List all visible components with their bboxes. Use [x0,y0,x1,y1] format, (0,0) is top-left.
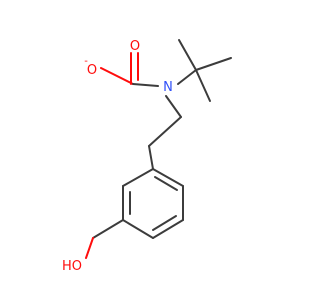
bond-ch2-o [85,237,94,259]
bond-c-n [132,83,159,87]
carboxylate-oxygen-label: O [87,63,97,78]
carbonyl-oxygen-label: O [130,39,140,54]
ring-bond-4 [122,219,154,239]
bond-n-cq [177,69,197,85]
bond-ring-ch2oh [92,219,124,239]
ring-bond-3 [152,219,184,239]
ring-double-2 [152,215,177,231]
molecule-structure: O O - N HO [62,39,232,274]
bond-ch2-ch2 [148,116,182,147]
ring-bond-1 [152,168,184,187]
bond-cq-me3 [195,69,211,102]
bond-c-o-single [100,67,134,85]
ring-bond-6 [122,168,154,187]
hydroxyl-label: HO [62,259,82,274]
negative-charge-label: - [84,56,88,67]
bond-cq-me1 [178,39,197,71]
ring-double-1 [154,176,178,191]
bond-n-ch2 [165,95,182,118]
bonds [85,39,232,259]
atom-labels: O O - N HO [62,39,173,274]
nitrogen-label: N [163,80,173,95]
bond-cq-me2 [195,57,232,71]
bond-ch2-ring [148,145,154,170]
